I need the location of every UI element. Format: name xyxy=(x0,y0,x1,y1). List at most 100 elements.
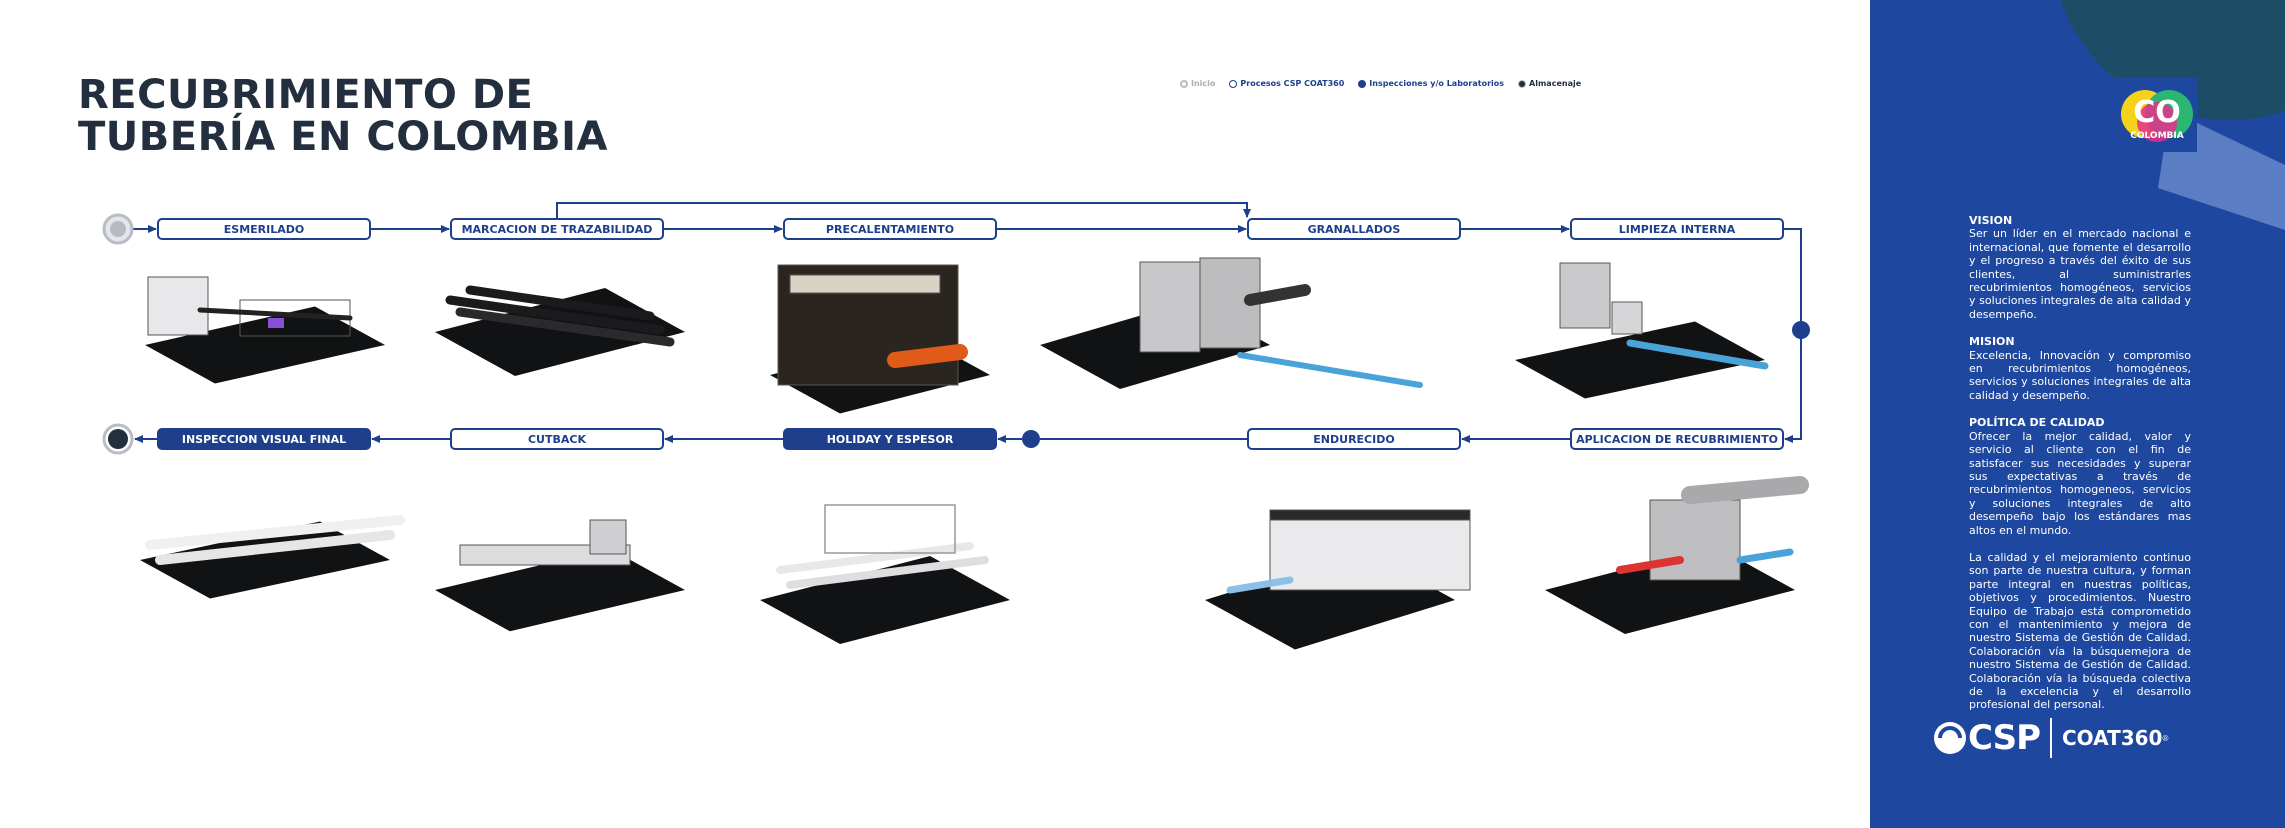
blaster-shape xyxy=(1139,261,1201,353)
cleaner-shape xyxy=(1559,262,1611,329)
inspection-node-icon xyxy=(1792,321,1810,339)
step-limpieza-interna: LIMPIEZA INTERNA xyxy=(1570,218,1784,240)
corporate-text: VISION Ser un líder en el mercado nacion… xyxy=(1969,214,2191,726)
pipe-shape xyxy=(455,307,675,347)
almacenaje-marker-icon xyxy=(1518,79,1527,88)
proceso-marker-icon xyxy=(1229,79,1238,88)
csp-globe-icon xyxy=(1934,722,1966,754)
machine-inspeccion-final xyxy=(140,515,405,599)
step-esmerilado: ESMERILADO xyxy=(157,218,371,240)
machine-base xyxy=(435,548,685,632)
legend-label: Inicio xyxy=(1191,79,1216,88)
legend-item-inspeccion: Inspecciones y/o Laboratorios xyxy=(1358,79,1504,88)
page-title: RECUBRIMIENTO DE TUBERÍA EN COLOMBIA xyxy=(78,74,678,158)
step-granallados: GRANALLADOS xyxy=(1247,218,1461,240)
calidad-text: La calidad y el mejoramiento continuo so… xyxy=(1969,550,2191,712)
title-line-2: TUBERÍA EN COLOMBIA xyxy=(78,114,608,160)
step-label: MARCACION DE TRAZABILIDAD xyxy=(462,223,653,236)
cutback-table xyxy=(459,544,631,566)
furnace-top xyxy=(789,274,941,294)
connector-bypass xyxy=(556,202,1251,219)
machine-base xyxy=(760,556,1010,644)
inspection-node-icon xyxy=(1022,430,1040,448)
step-cutback: CUTBACK xyxy=(450,428,664,450)
holiday-frame xyxy=(824,504,956,554)
step-marcacion-de-trazabilidad: MARCACION DE TRAZABILIDAD xyxy=(450,218,664,240)
process-flow-diagram: ESMERILADO MARCACION DE TRAZABILIDAD PRECA… xyxy=(102,202,1810,650)
info-panel: CO COLOMBIA VISION Ser un líder en el me… xyxy=(1870,0,2285,828)
inicio-core-icon xyxy=(110,221,126,237)
step-aplicacion-de-recubrimiento: APLICACION DE RECUBRIMIENTO xyxy=(1570,428,1784,450)
curing-roof xyxy=(1269,509,1471,521)
step-endurecido: ENDURECIDO xyxy=(1247,428,1461,450)
step-box xyxy=(1247,428,1461,450)
machine-illustrations xyxy=(140,257,1809,650)
pipe-shape xyxy=(1226,576,1294,594)
step-label: ESMERILADO xyxy=(224,223,304,236)
step-inspeccion-visual-final: INSPECCION VISUAL FINAL xyxy=(157,428,371,450)
pipe-shape xyxy=(1736,548,1794,564)
logo-colombia-text: COLOMBIA xyxy=(2130,131,2183,141)
legend-label: Inspecciones y/o Laboratorios xyxy=(1369,79,1505,88)
pipe-shape xyxy=(197,307,353,321)
step-label: PRECALENTAMIENTO xyxy=(826,223,954,236)
step-label: LIMPIEZA INTERNA xyxy=(1619,223,1736,236)
step-label: HOLIDAY Y ESPESOR xyxy=(827,433,954,446)
colombia-logo-icon: CO COLOMBIA xyxy=(2117,78,2197,152)
pipe-shape xyxy=(786,556,989,589)
machine-limpieza xyxy=(1515,262,1769,399)
politica-heading: POLÍTICA DE CALIDAD xyxy=(1969,416,2105,430)
step-box xyxy=(783,218,997,240)
step-box xyxy=(450,218,664,240)
logo-co-text: CO xyxy=(2133,95,2181,130)
politica-text: Ofrecer la mejor calidad, valor y servic… xyxy=(1969,429,2191,537)
machine-precalentamiento xyxy=(770,264,990,414)
step-box xyxy=(1570,428,1784,450)
mision-text: Excelencia, Innovación y compromiso en r… xyxy=(1969,348,2191,402)
legend-item-inicio: Inicio xyxy=(1180,79,1215,88)
step-label: INSPECCION VISUAL FINAL xyxy=(182,433,346,446)
machine-marcacion xyxy=(435,285,685,376)
inicio-marker-icon xyxy=(1180,79,1188,88)
pipe-shape xyxy=(1237,352,1423,388)
inspeccion-marker-icon xyxy=(1358,79,1367,88)
curing-tunnel-shape xyxy=(1269,509,1471,591)
machine-detail xyxy=(268,318,284,328)
csp-coat360-logo: CSP COAT360 ® xyxy=(1932,718,2168,758)
machine-base xyxy=(1515,321,1765,399)
title-line-1: RECUBRIMIENTO DE xyxy=(78,72,534,118)
brand-csp: CSP xyxy=(1968,718,2041,758)
step-box xyxy=(783,428,997,450)
flow-steps: ESMERILADO MARCACION DE TRAZABILIDAD PRECA… xyxy=(102,213,1784,455)
flow-connectors xyxy=(133,202,1810,448)
machine-aplicacion xyxy=(1545,476,1809,634)
pipe-shape xyxy=(465,285,655,321)
step-label: CUTBACK xyxy=(528,433,586,446)
pipe-shape xyxy=(1626,339,1769,370)
machine-esmerilado xyxy=(145,276,385,384)
machine-base xyxy=(145,306,385,384)
pipe-shape xyxy=(1616,556,1684,574)
mision-heading: MISION xyxy=(1969,335,2015,349)
step-box xyxy=(1247,218,1461,240)
legend-item-proceso: Procesos CSP COAT360 xyxy=(1229,79,1344,88)
almacenaje-core-icon xyxy=(108,429,128,449)
step-box xyxy=(450,428,664,450)
legend-label: Almacenaje xyxy=(1529,79,1582,88)
step-box xyxy=(157,218,371,240)
machine-endurecido xyxy=(1205,509,1471,650)
step-label: APLICACION DE RECUBRIMIENTO xyxy=(1576,433,1778,446)
step-precalentamiento: PRECALENTAMIENTO xyxy=(783,218,997,240)
vision-heading: VISION xyxy=(1969,214,2013,227)
legend-item-almacenaje: Almacenaje xyxy=(1518,79,1581,88)
brand-coat360: COAT360 xyxy=(2062,726,2163,750)
pipe-shape xyxy=(887,344,968,368)
cabin-shape xyxy=(147,276,209,336)
machine-cutback xyxy=(435,519,685,632)
step-box xyxy=(157,428,371,450)
legend-label: Procesos CSP COAT360 xyxy=(1240,79,1345,88)
step-label: ENDURECIDO xyxy=(1313,433,1394,446)
vision-text: Ser un líder en el mercado nacional e in… xyxy=(1969,227,2191,321)
pipe-shape xyxy=(445,295,665,335)
machine-holiday xyxy=(760,504,1010,644)
